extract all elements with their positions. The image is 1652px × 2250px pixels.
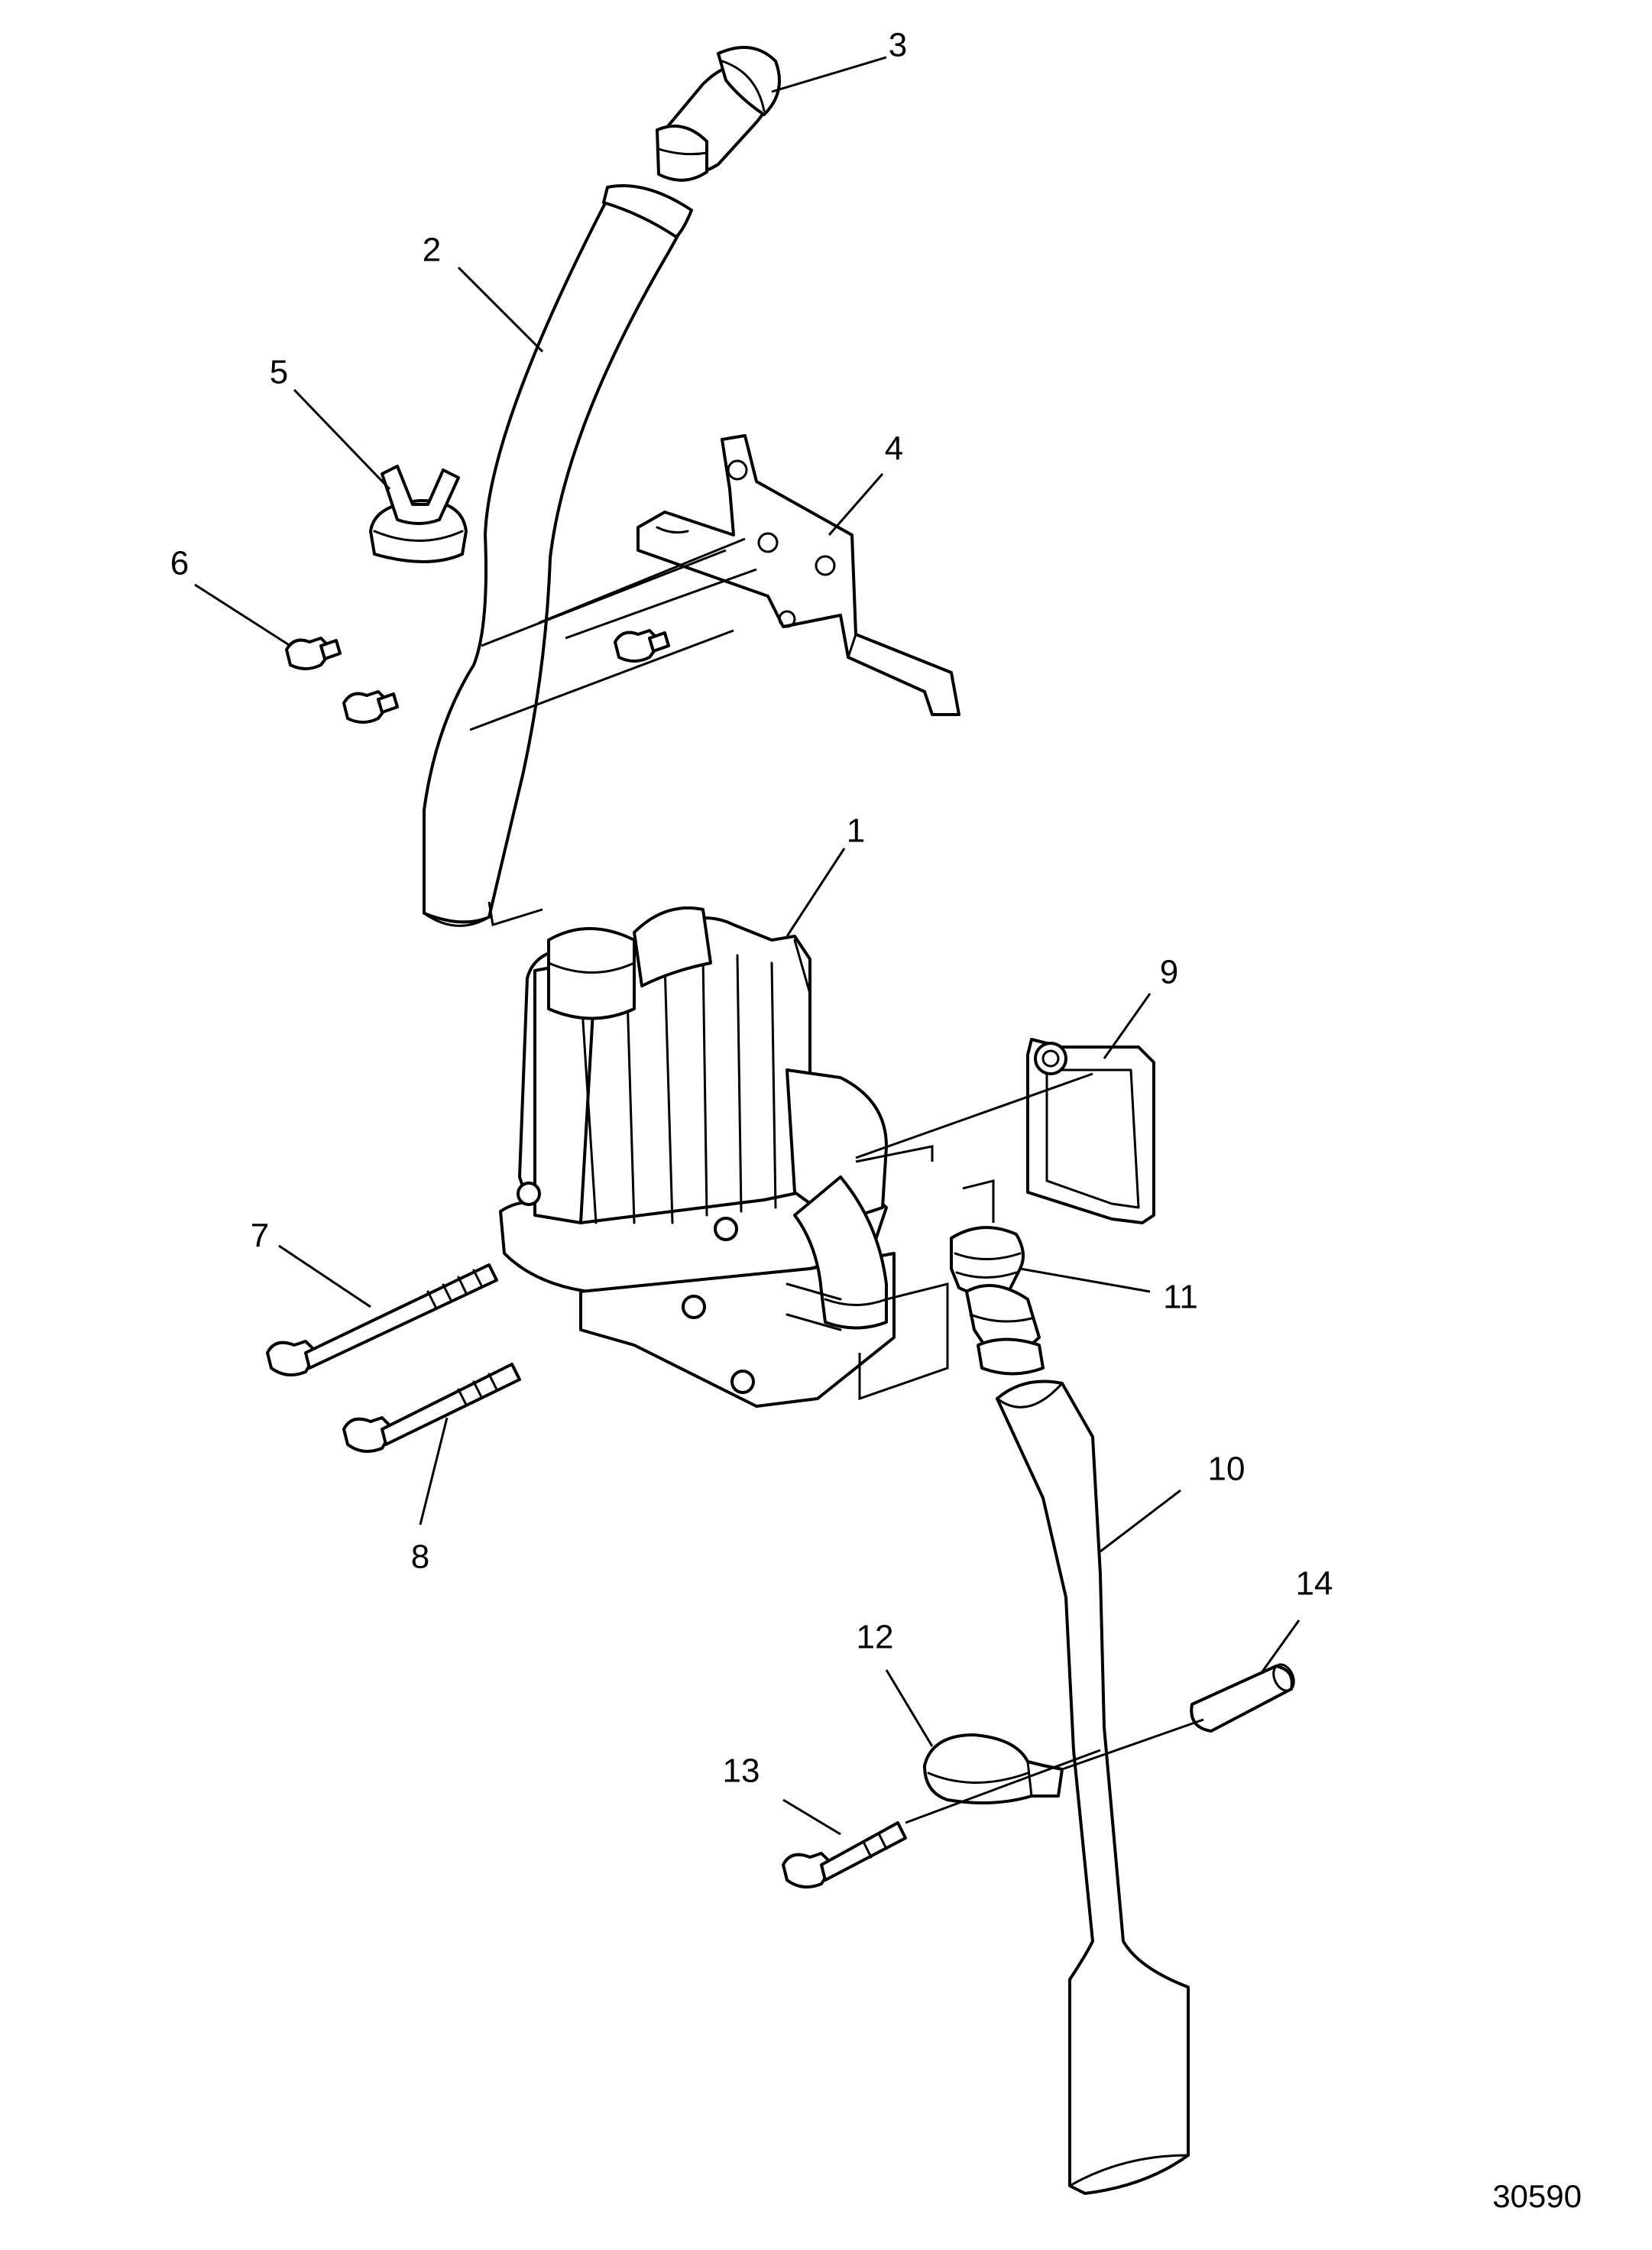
callout-1: 1 <box>847 812 865 850</box>
callout-7: 7 <box>251 1217 269 1255</box>
part-2-upper-hose <box>423 184 693 927</box>
callout-3: 3 <box>889 27 907 64</box>
callout-12: 12 <box>857 1619 894 1656</box>
part-13-bolt <box>782 1821 907 1889</box>
callout-9: 9 <box>1160 954 1178 991</box>
leader-lines <box>194 56 1301 1836</box>
callout-4: 4 <box>885 430 903 468</box>
callout-8: 8 <box>411 1538 429 1576</box>
callout-labels: 1 2 3 4 5 6 7 8 9 10 11 12 13 14 <box>170 27 1333 1790</box>
part-9-gasket <box>1026 1038 1155 1224</box>
part-14-sleeve <box>1190 1663 1295 1733</box>
figure-id: 30590 <box>1492 2178 1582 2214</box>
part-8-bolt <box>342 1363 521 1453</box>
part-6-screw <box>285 637 342 670</box>
part-6-screw <box>614 629 670 663</box>
part-1-main-unit <box>499 906 896 1408</box>
callout-2: 2 <box>423 232 441 269</box>
callout-13: 13 <box>723 1752 760 1790</box>
assembly-lines <box>469 537 1204 1824</box>
callout-5: 5 <box>270 354 288 391</box>
callout-11: 11 <box>1163 1279 1198 1316</box>
part-3-elbow-connector <box>656 46 781 182</box>
part-10-lower-hose <box>996 1380 1190 2195</box>
part-7-bolt <box>266 1263 498 1376</box>
part-5-clip <box>369 465 468 563</box>
part-11-connector <box>950 1226 1045 1376</box>
callout-6: 6 <box>170 545 189 582</box>
part-6-screw <box>342 690 399 724</box>
callout-14: 14 <box>1296 1565 1333 1603</box>
part-12-clamp <box>923 1733 1064 1804</box>
callout-10: 10 <box>1208 1451 1245 1488</box>
part-4-bracket <box>637 434 960 716</box>
